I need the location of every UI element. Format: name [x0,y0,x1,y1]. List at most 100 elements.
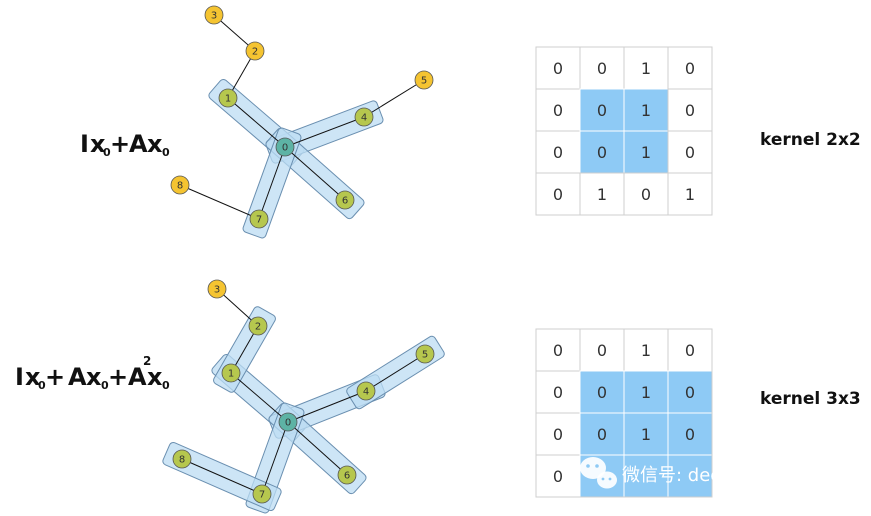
graph-node: 0 [275,137,295,157]
graph-node: 2 [248,316,268,336]
grid-cell [667,454,713,498]
grid-cell-value: 1 [685,185,695,204]
grid-cell [667,412,713,456]
formula-A: A [128,363,147,391]
node-circle [172,449,192,469]
node-circle [248,316,268,336]
formula-superscript: 2 [143,354,151,368]
grid-cell-value: 0 [641,185,651,204]
formula-plus: + [45,363,65,391]
grid-cell [535,130,581,174]
graph-node: 8 [170,175,190,195]
grid-cell-value: 0 [685,341,695,360]
formula-x: x [147,363,163,391]
grid-cell-value: 1 [641,383,651,402]
formula-A: A [68,363,87,391]
grid-cell-value: 0 [597,101,607,120]
formula-plus: + [108,363,128,391]
node-label: 1 [228,369,234,380]
grid-cell [535,370,581,414]
node-label: 4 [361,113,367,124]
top-formula: I x 0 + A x 0 [80,130,170,159]
graph-edge [181,458,263,495]
node-circle [278,412,298,432]
node-label: 4 [363,387,369,398]
grid-cell-value: 1 [641,425,651,444]
wechat-icon [580,457,617,489]
formula-A: A [129,130,148,158]
grid-cell-value: 0 [597,143,607,162]
grid-cell-value: 0 [553,467,563,486]
grid-cell [667,370,713,414]
graph-edge [284,116,365,148]
node-circle [245,41,265,61]
grid-cell [623,454,669,498]
grid-cell-value: 0 [553,383,563,402]
node-label: 8 [179,455,185,466]
grid-cell-value: 0 [685,425,695,444]
grid-cell [623,172,669,216]
grid-cell-value: 1 [597,185,607,204]
node-circle [221,363,241,383]
formula-subscript: 0 [162,146,170,159]
node-label: 7 [259,490,265,501]
graph-node: 8 [172,449,192,469]
grid-cell-value: 1 [641,101,651,120]
grid-cell [579,130,625,174]
formula-subscript: 0 [38,379,46,392]
graph-node: 0 [278,412,298,432]
node-circle [356,381,376,401]
grid-cell [535,172,581,216]
grid-cell [623,46,669,90]
node-label: 3 [211,11,217,22]
node-label: 2 [255,322,261,333]
graph-edge [287,421,348,476]
graph-node: 3 [207,279,227,299]
grid-cell-value: 0 [685,143,695,162]
bottom-kernel-label: kernel 3x3 [760,389,861,409]
graph-edge [287,390,367,423]
graph-node: 5 [415,344,435,364]
bottom-graph: 0 1 2 3 4 5 6 7 8 [162,279,445,514]
node-label: 8 [177,181,183,192]
node-circle [249,209,269,229]
grid-cell-value: 0 [597,59,607,78]
formula-subscript: 0 [162,379,170,392]
graph-edge [230,372,289,423]
grid-cell-value: 0 [597,341,607,360]
grid-cell [667,46,713,90]
grid-cell-value: 0 [553,143,563,162]
node-label: 6 [344,471,350,482]
node-circle [207,279,227,299]
graph-node: 1 [218,88,238,108]
grid-cell-value: 0 [685,59,695,78]
graph-node: 1 [221,363,241,383]
node-circle [204,5,224,25]
grid-cell-value: 0 [597,383,607,402]
node-circle [415,344,435,364]
top-kernel-label: kernel 2x2 [760,130,861,150]
grid-cell-value: 0 [553,341,563,360]
node-label: 1 [225,94,231,105]
graph-node: 6 [337,465,357,485]
node-circle [414,70,434,90]
grid-cell [579,370,625,414]
formula-x: x [25,363,41,391]
graph-node: 4 [354,107,374,127]
graph-node: 6 [335,190,355,210]
formula-I: I [80,130,89,158]
formula-x: x [86,363,102,391]
graph-node: 3 [204,5,224,25]
grid-cell-value: 0 [553,59,563,78]
node-circle [275,137,295,157]
grid-cell [623,370,669,414]
node-label: 7 [256,215,262,226]
graph-edge [179,184,260,220]
formula-x: x [147,130,163,158]
graph-node: 5 [414,70,434,90]
grid-cell-value: 0 [597,425,607,444]
graph-edge [363,79,425,118]
